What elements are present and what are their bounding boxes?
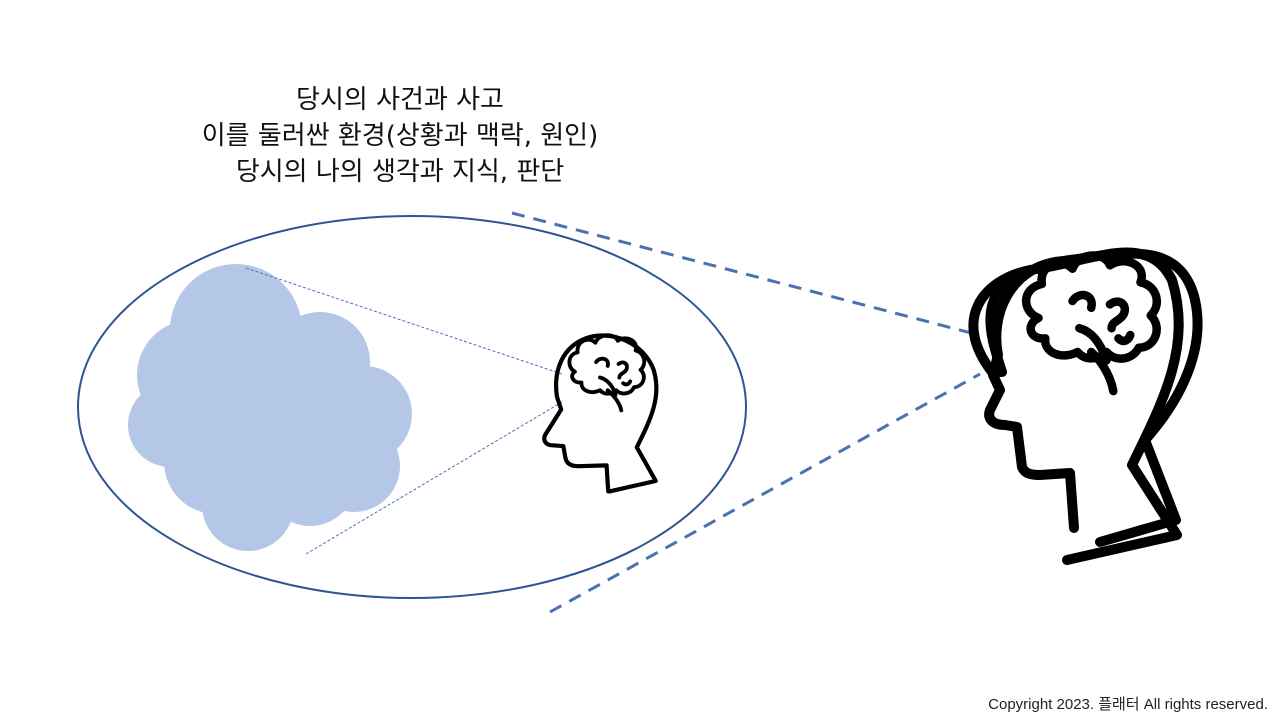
- caption-line-events: 당시의 사건과 사고: [296, 85, 504, 115]
- caption-line-thoughts: 당시의 나의 생각과 지식, 판단: [235, 157, 565, 187]
- large-head-outline: [984, 248, 1203, 547]
- connector-line-bottom: [549, 372, 981, 614]
- memory-ellipse: [77, 215, 747, 599]
- head-with-brain-icon: [542, 333, 659, 494]
- connector-line-top: [511, 211, 976, 336]
- copyright-notice: Copyright 2023. 플래터 All rights reserved.: [988, 696, 1268, 713]
- view-line-top: [245, 267, 563, 375]
- memory-caption: 당시의 사건과 사고 이를 둘러싼 환경(상황과 맥락, 원인) 당시의 나의 …: [150, 82, 650, 190]
- caption-line-environment: 이를 둘러싼 환경(상황과 맥락, 원인): [201, 121, 599, 151]
- situation-cloud: [128, 264, 412, 551]
